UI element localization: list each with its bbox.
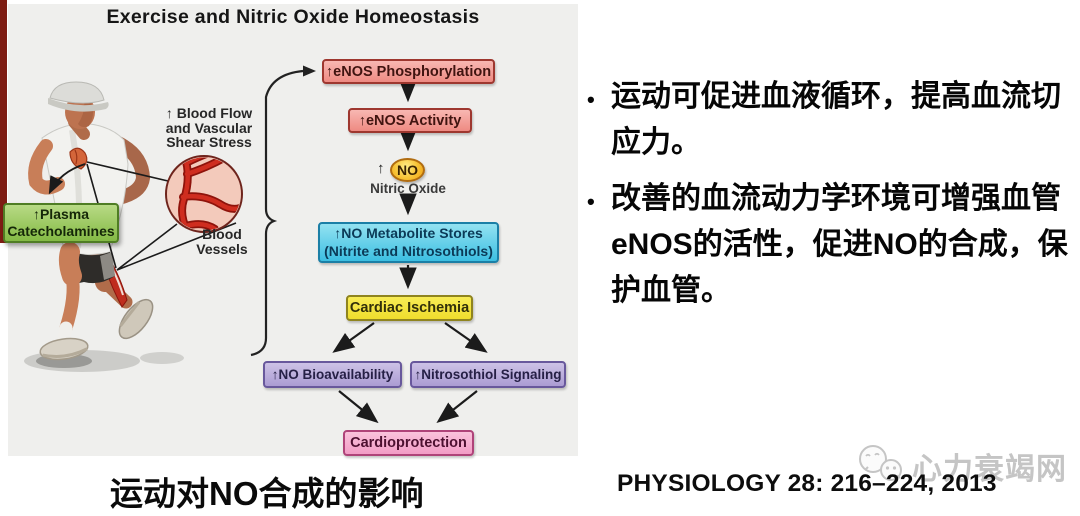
cardioprotection-box: Cardioprotection	[343, 430, 474, 456]
no-oval: NO	[390, 158, 425, 182]
cardiac-ischemia-box: Cardiac Ischemia	[346, 295, 473, 321]
note-bullet-1: • 运动可促进血液循环，提高血流切应力。	[584, 74, 1076, 166]
figure-title: Exercise and Nitric Oxide Homeostasis	[106, 6, 480, 28]
enos-phosphorylation-box: ↑eNOS Phosphorylation	[322, 59, 495, 84]
enos-activity-box: ↑eNOS Activity	[348, 108, 472, 133]
bullet-dot: •	[587, 87, 595, 112]
blood-vessels-label: Blood Vessels	[196, 226, 248, 257]
journal-citation: PHYSIOLOGY 28: 216–224, 2013	[617, 470, 997, 497]
nitrosothiol-signaling-box: ↑Nitrosothiol Signaling	[410, 361, 566, 388]
watermark-text: 心力衰竭网	[912, 453, 1067, 486]
brace-arrowhead	[303, 65, 316, 77]
wechat-icon	[859, 445, 902, 481]
bullet-dot: •	[587, 189, 595, 214]
note-bullet-2: • 改善的血流动力学环境可增强血管eNOS的活性，促进NO的合成，保护血管。	[584, 176, 1076, 314]
runner-front-shoe	[39, 337, 89, 361]
note-text-1: 运动可促进血液循环，提高血流切应力。	[611, 80, 1061, 159]
runner-sock	[57, 321, 73, 346]
no-metabolite-stores-box: ↑NO Metabolite Stores (Nitrite and Nitro…	[318, 222, 499, 263]
red-edge-strip	[0, 0, 7, 243]
no-bioavailability-box: ↑NO Bioavailability	[263, 361, 402, 388]
blood-flow-label: ↑ Blood Flow and Vascular Shear Stress	[165, 105, 253, 150]
notes-list: • 运动可促进血液循环，提高血流切应力。 • 改善的血流动力学环境可增强血管eN…	[584, 74, 1076, 314]
nitric-oxide-caption: Nitric Oxide	[370, 181, 446, 196]
arrow-to-plasma-box	[48, 163, 86, 195]
plasma-catecholamines-box: ↑Plasma Catecholamines	[3, 203, 119, 243]
no-up-arrow: ↑	[377, 160, 385, 177]
flowchart-arrows	[332, 80, 488, 424]
gathering-brace	[250, 69, 304, 357]
runner-far-arm	[109, 135, 151, 205]
blood-vessel-network	[178, 157, 241, 231]
watermark: 心力衰竭网	[856, 444, 1067, 488]
figure-caption: 运动对NO合成的影响	[110, 475, 424, 512]
note-text-2: 改善的血流动力学环境可增强血管eNOS的活性，促进NO的合成，保护血管。	[611, 182, 1068, 307]
callout-line-chest	[86, 161, 169, 182]
heart-graphic	[69, 147, 88, 170]
runner-rear-shoe	[118, 298, 154, 340]
runner-cap	[49, 81, 105, 104]
